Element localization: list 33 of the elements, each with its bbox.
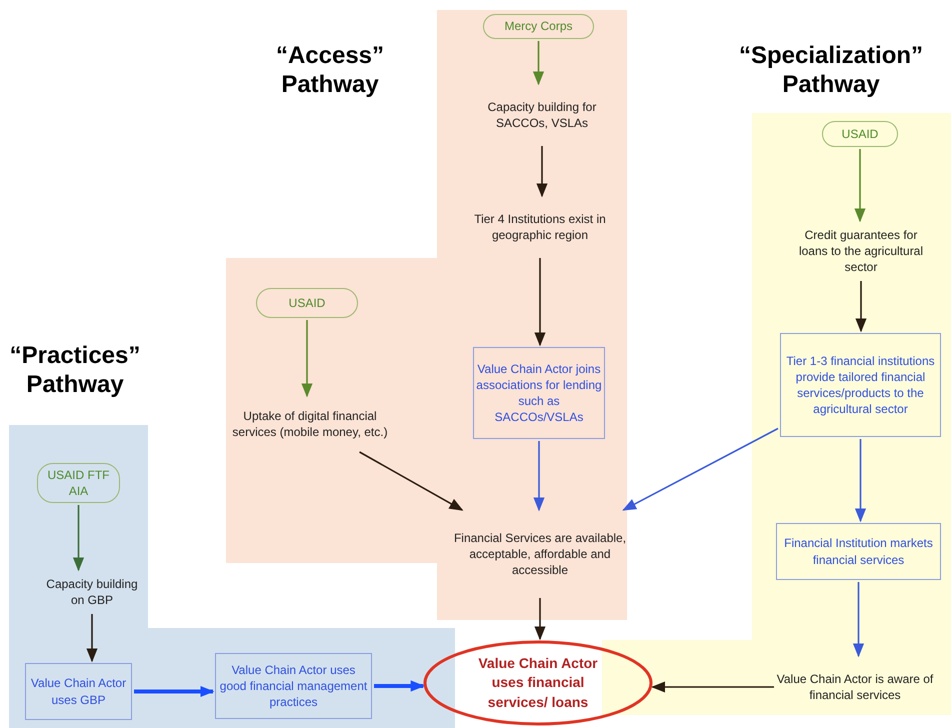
pathway-heading: “Practices” Pathway [8,342,142,400]
arrow [72,505,84,572]
step-text: Capacity building for SACCOs, VSLAs [480,86,604,144]
process-box: Tier 1-3 financial institutions provide tailored financial services/products to the agricultural sector [780,333,941,437]
step-text: Capacity building on GBP [38,572,146,612]
step-text: Tier 4 Institutions exist in geographic region [466,198,614,256]
step-text: Value Chain Actor is aware of financial services [776,658,934,716]
arrow [374,680,425,692]
step-text: Credit guarantees for loans to the agricultural sector [793,223,929,279]
arrow [532,41,544,86]
arrow [536,146,548,198]
outcome-ellipse: Value Chain Actor uses financial services/ loans [423,640,653,726]
process-box: Financial Institution markets financial services [776,523,941,580]
process-box: Value Chain Actor uses GBP [25,663,132,720]
process-box: Value Chain Actor uses good financial management practices [215,653,372,719]
arrow [534,258,546,346]
step-text: Uptake of digital financial services (mobile money, etc.) [232,398,388,450]
arrow [534,598,546,640]
arrow [301,320,313,398]
pathway-heading: “Specialization” Pathway [738,42,924,100]
arrow [86,614,98,662]
arrow [359,451,464,511]
step-text: Financial Services are available, acceptable, affordable and accessible [450,512,630,596]
arrow [855,281,867,332]
arrow [622,428,778,511]
arrow [134,686,214,698]
arrow [852,582,864,658]
arrow [854,149,866,222]
arrow [651,681,774,693]
arrow [533,441,545,512]
pathway-heading: “Access” Pathway [274,42,386,100]
arrow [854,439,866,522]
process-box: Value Chain Actor joins associations for lending such as SACCOs/VSLAs [473,347,605,439]
